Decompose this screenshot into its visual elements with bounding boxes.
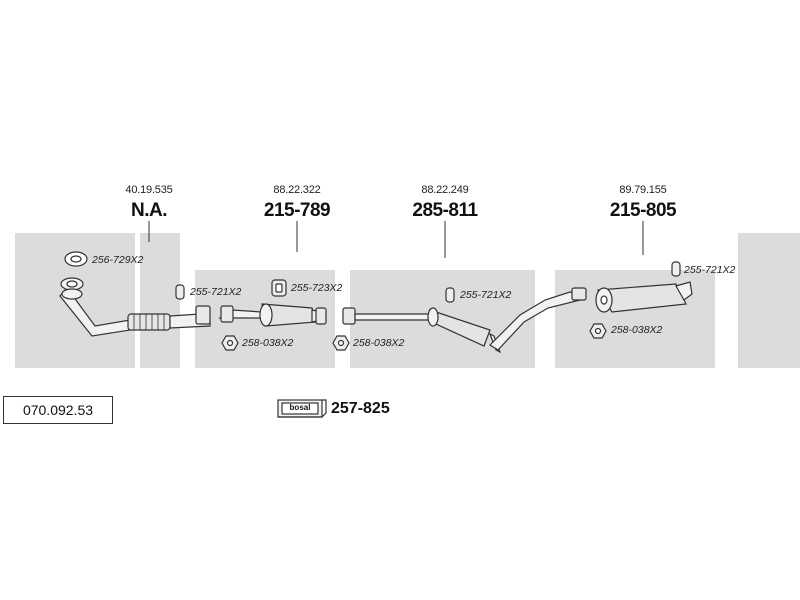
accessory-label-hanger-3: 255-721X2 — [684, 264, 736, 276]
hex-nut-icon — [221, 335, 239, 351]
middle-silencer — [342, 307, 502, 354]
accessory-label-hanger-1: 255-721X2 — [190, 286, 242, 298]
front-pipe — [59, 277, 211, 337]
accessory-label-nut-1: 258-038X2 — [242, 337, 294, 349]
rubber-hanger-icon — [671, 261, 681, 277]
catalytic-converter — [218, 303, 327, 327]
mounting-kit-number[interactable]: 257-825 — [331, 400, 390, 417]
reference-number-box: 070.092.53 — [3, 396, 113, 424]
part-number-2[interactable]: 215-789 — [263, 200, 331, 221]
oem-number-1: 40.19.535 — [125, 184, 173, 196]
rubber-mount-icon — [271, 279, 287, 297]
hex-nut-icon — [589, 323, 607, 339]
background-band-6 — [738, 233, 800, 368]
rubber-hanger-icon — [445, 287, 455, 303]
background-band-2 — [140, 233, 180, 368]
bosal-kit-box-icon — [277, 399, 327, 418]
oem-number-2: 88.22.322 — [273, 184, 321, 196]
accessory-label-gasket: 256-729X2 — [92, 254, 144, 266]
flange-gasket-icon — [64, 251, 88, 267]
accessory-label-mount: 255-723X2 — [291, 282, 343, 294]
part-number-3[interactable]: 285-811 — [412, 200, 478, 221]
rear-pipe — [489, 287, 587, 351]
hex-nut-icon — [332, 335, 350, 351]
part-number-4[interactable]: 215-805 — [609, 200, 677, 221]
part-number-1[interactable]: N.A. — [131, 200, 168, 221]
oem-number-4: 89.79.155 — [619, 184, 667, 196]
bosal-brand-label: bosal — [289, 403, 311, 412]
accessory-label-nut-3: 258-038X2 — [611, 324, 663, 336]
rear-silencer — [595, 281, 693, 313]
accessory-label-hanger-2: 255-721X2 — [460, 289, 512, 301]
oem-number-3: 88.22.249 — [421, 184, 469, 196]
accessory-label-nut-2: 258-038X2 — [353, 337, 405, 349]
rubber-hanger-icon — [175, 284, 185, 300]
